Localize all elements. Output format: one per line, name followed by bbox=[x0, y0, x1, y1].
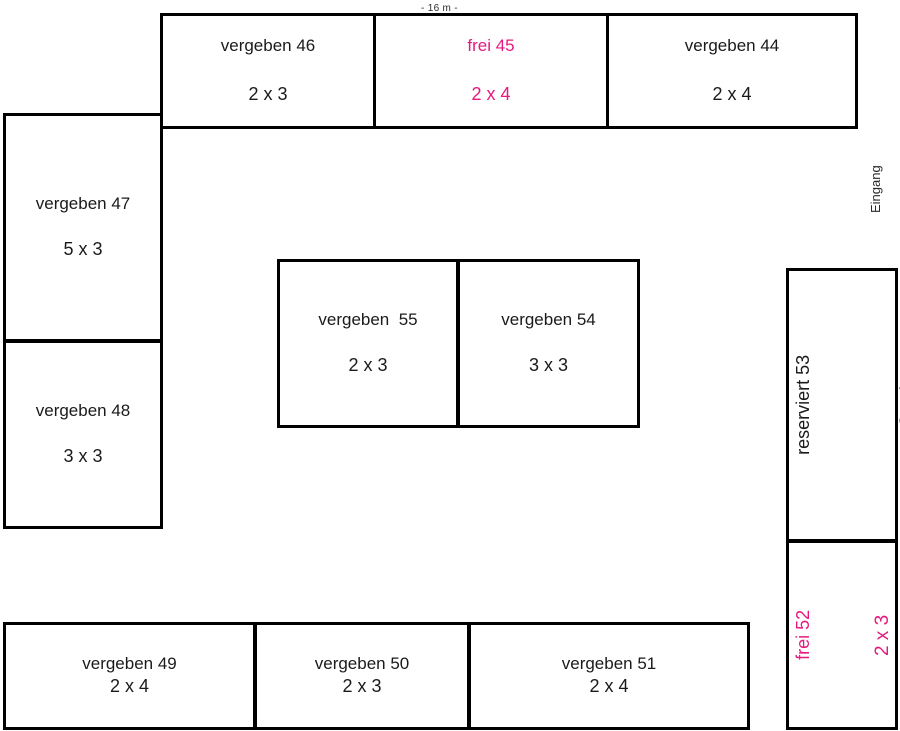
booth-name: vergeben 46 bbox=[220, 35, 316, 55]
booth-size: 3 x 3 bbox=[63, 445, 103, 466]
booth-name: vergeben 50 bbox=[314, 653, 410, 673]
booth-54[interactable]: vergeben 54 3 x 3 bbox=[457, 259, 640, 428]
dimension-label-top: - 16 m - bbox=[421, 3, 458, 14]
booth-size: 2 x 3 bbox=[348, 354, 388, 375]
booth-size: 2 x 4 bbox=[471, 84, 511, 105]
booth-name: reserviert 53 bbox=[793, 354, 814, 456]
booth-46[interactable]: vergeben 46 2 x 3 bbox=[160, 13, 376, 129]
booth-size: 5 x 3 bbox=[63, 238, 103, 259]
booth-49[interactable]: vergeben 49 2 x 4 bbox=[3, 622, 256, 730]
booth-size: 2 x 4 bbox=[712, 84, 752, 105]
booth-name: frei 45 bbox=[467, 35, 515, 55]
booth-name: vergeben 48 bbox=[35, 401, 131, 421]
booth-name: vergeben 49 bbox=[82, 653, 177, 673]
booth-size: 2 x 3 bbox=[872, 614, 894, 656]
booth-51[interactable]: vergeben 51 2 x 4 bbox=[468, 622, 750, 730]
booth-name: vergeben 55 bbox=[318, 310, 418, 330]
booth-48[interactable]: vergeben 48 3 x 3 bbox=[3, 340, 163, 529]
booth-45[interactable]: frei 45 2 x 4 bbox=[373, 13, 609, 129]
booth-name: vergeben 44 bbox=[684, 35, 780, 55]
booth-47[interactable]: vergeben 47 5 x 3 bbox=[3, 113, 163, 342]
booth-name: vergeben 51 bbox=[561, 653, 657, 673]
booth-size: 3 x 3 bbox=[528, 354, 569, 375]
entrance-label: Eingang bbox=[868, 165, 883, 213]
booth-size: 2 x 3 bbox=[342, 676, 382, 697]
booth-name: vergeben 47 bbox=[35, 194, 131, 214]
booth-55[interactable]: vergeben 55 2 x 3 bbox=[277, 259, 459, 428]
booth-52[interactable]: frei 52 2 x 3 bbox=[786, 540, 898, 730]
booth-size: 2 x 4 bbox=[589, 676, 629, 697]
booth-name: vergeben 54 bbox=[501, 310, 596, 330]
booth-53[interactable]: reserviert 53 2 x 4 bbox=[786, 268, 900, 542]
booth-50[interactable]: vergeben 50 2 x 3 bbox=[254, 622, 470, 730]
booth-size: 2 x 3 bbox=[248, 84, 288, 105]
booth-44[interactable]: vergeben 44 2 x 4 bbox=[606, 13, 858, 129]
booth-size: 2 x 4 bbox=[109, 676, 150, 697]
booth-name: frei 52 bbox=[793, 609, 814, 661]
